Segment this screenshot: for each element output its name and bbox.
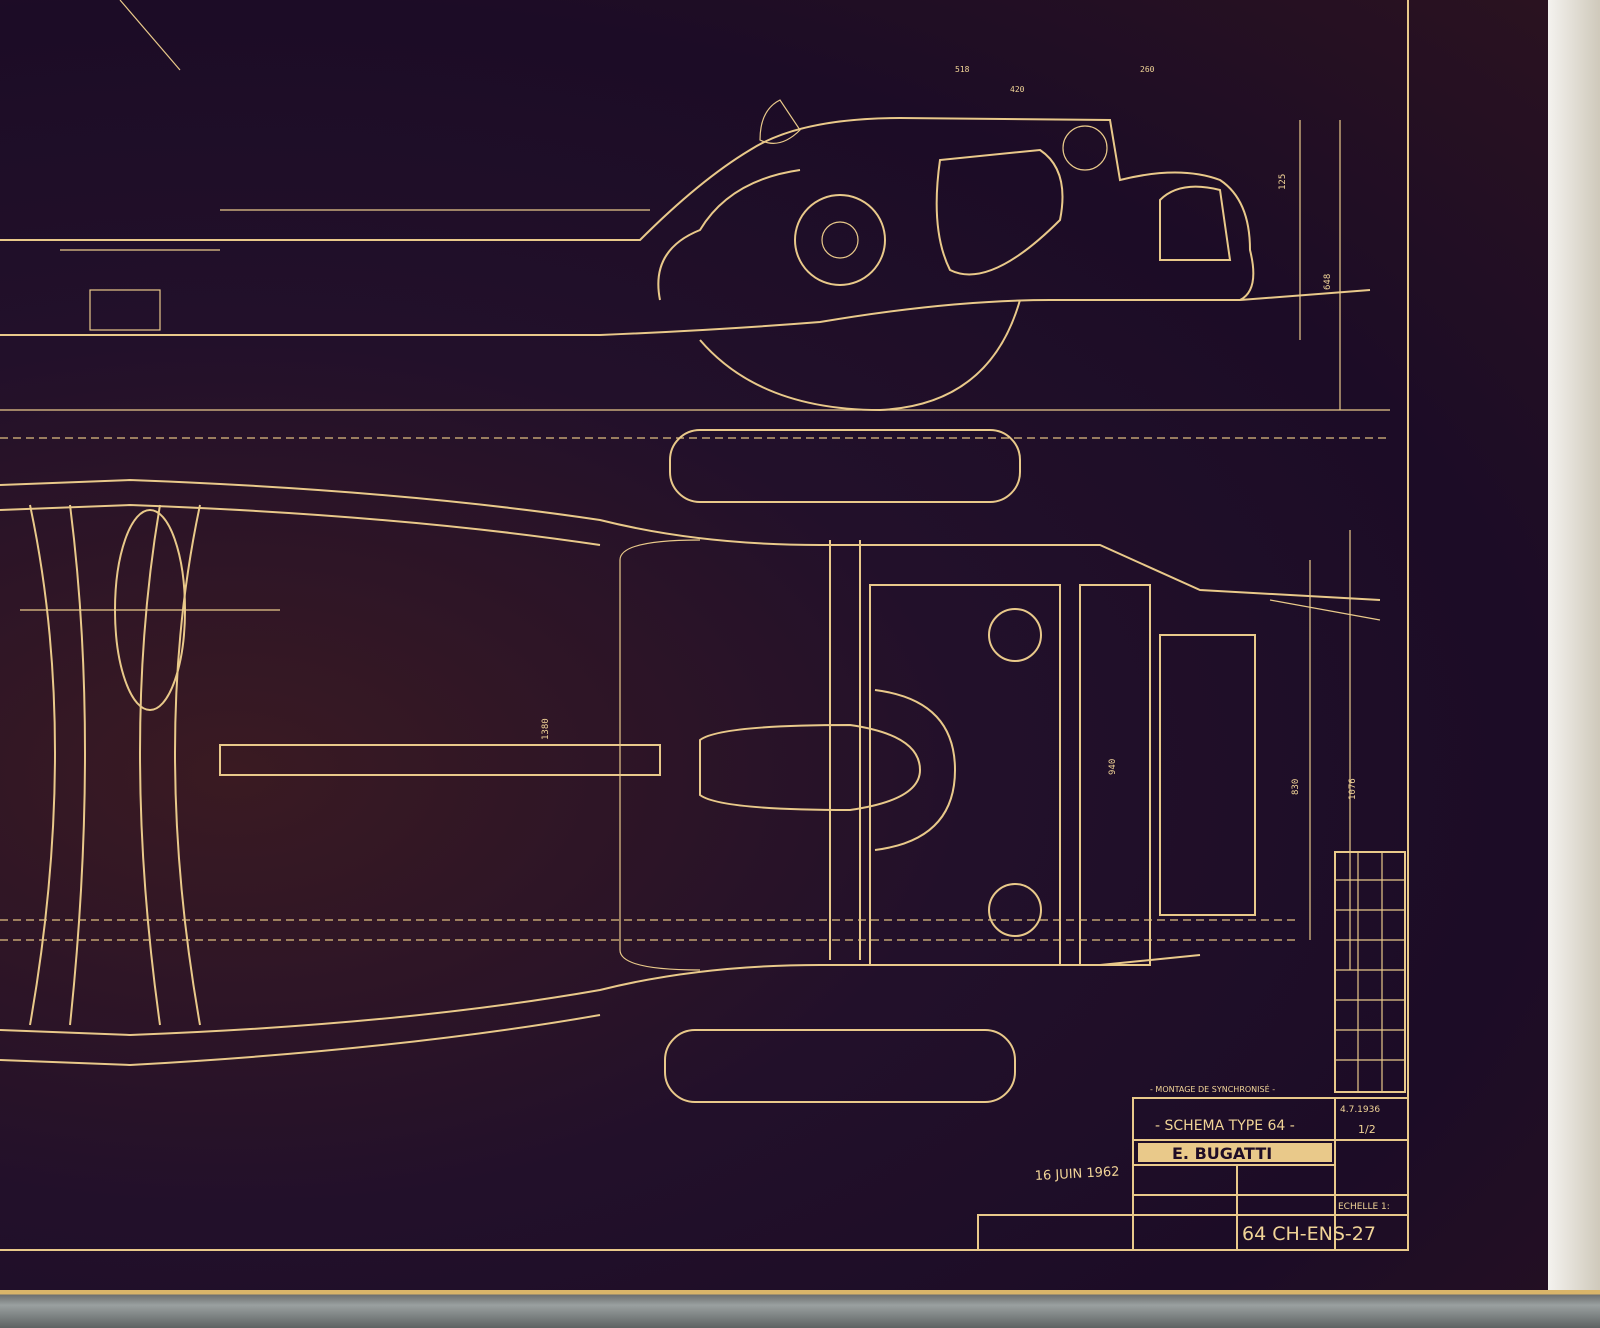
- dimension-label: 518: [955, 65, 970, 74]
- wall-background: [1548, 0, 1600, 1328]
- scale-label: ECHELLE 1:: [1338, 1202, 1390, 1212]
- dimension-label: 420: [1010, 85, 1025, 94]
- dimension-label: 260: [1140, 65, 1155, 74]
- drawing-date: 4.7.1936: [1340, 1105, 1380, 1115]
- plan-view: [0, 429, 1381, 1103]
- dimension-label: 1380: [541, 718, 551, 740]
- frame-bottom-edge: [0, 1290, 1600, 1328]
- blueprint-sheet: [0, 0, 1548, 1290]
- title-subtitle: - MONTAGE DE SYNCHRONISÉ -: [1150, 1083, 1275, 1094]
- date-stamp: 16 JUIN 1962: [1034, 1165, 1119, 1184]
- drawing-number: 64 CH-ENS-27: [1242, 1223, 1376, 1245]
- scale-value: 1/2: [1358, 1123, 1376, 1136]
- revision-table: [1334, 851, 1406, 1093]
- dimension-label: 648: [1323, 274, 1333, 290]
- side-elevation-view: [0, 0, 1390, 439]
- maker-name: E. BUGATTI: [1172, 1144, 1272, 1163]
- title-block: [977, 1097, 1409, 1251]
- drawing-title: - SCHEMA TYPE 64 -: [1155, 1118, 1295, 1134]
- dimension-label: 940: [1108, 759, 1118, 775]
- dimension-label: 830: [1291, 779, 1301, 795]
- dimension-label: 1076: [1348, 778, 1358, 800]
- dimension-label: 125: [1278, 174, 1288, 190]
